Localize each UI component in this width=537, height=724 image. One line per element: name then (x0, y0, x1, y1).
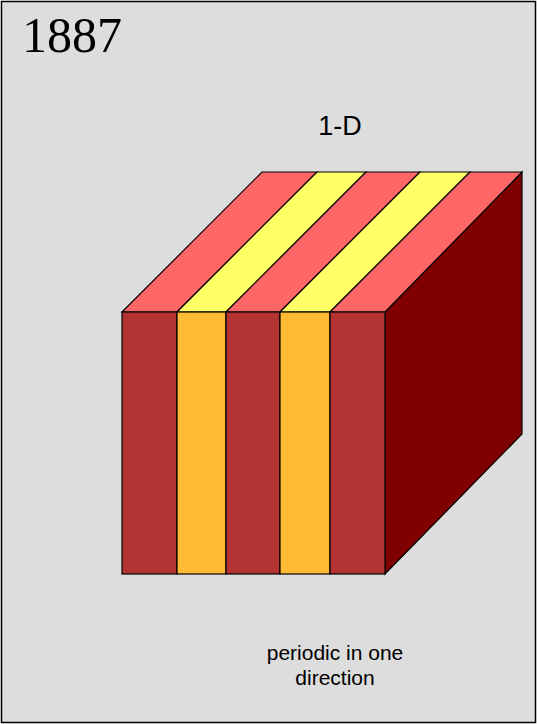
description-note: periodic in one direction (260, 640, 410, 690)
dimension-label: 1-D (290, 110, 390, 142)
year-title: 1887 (22, 8, 122, 63)
